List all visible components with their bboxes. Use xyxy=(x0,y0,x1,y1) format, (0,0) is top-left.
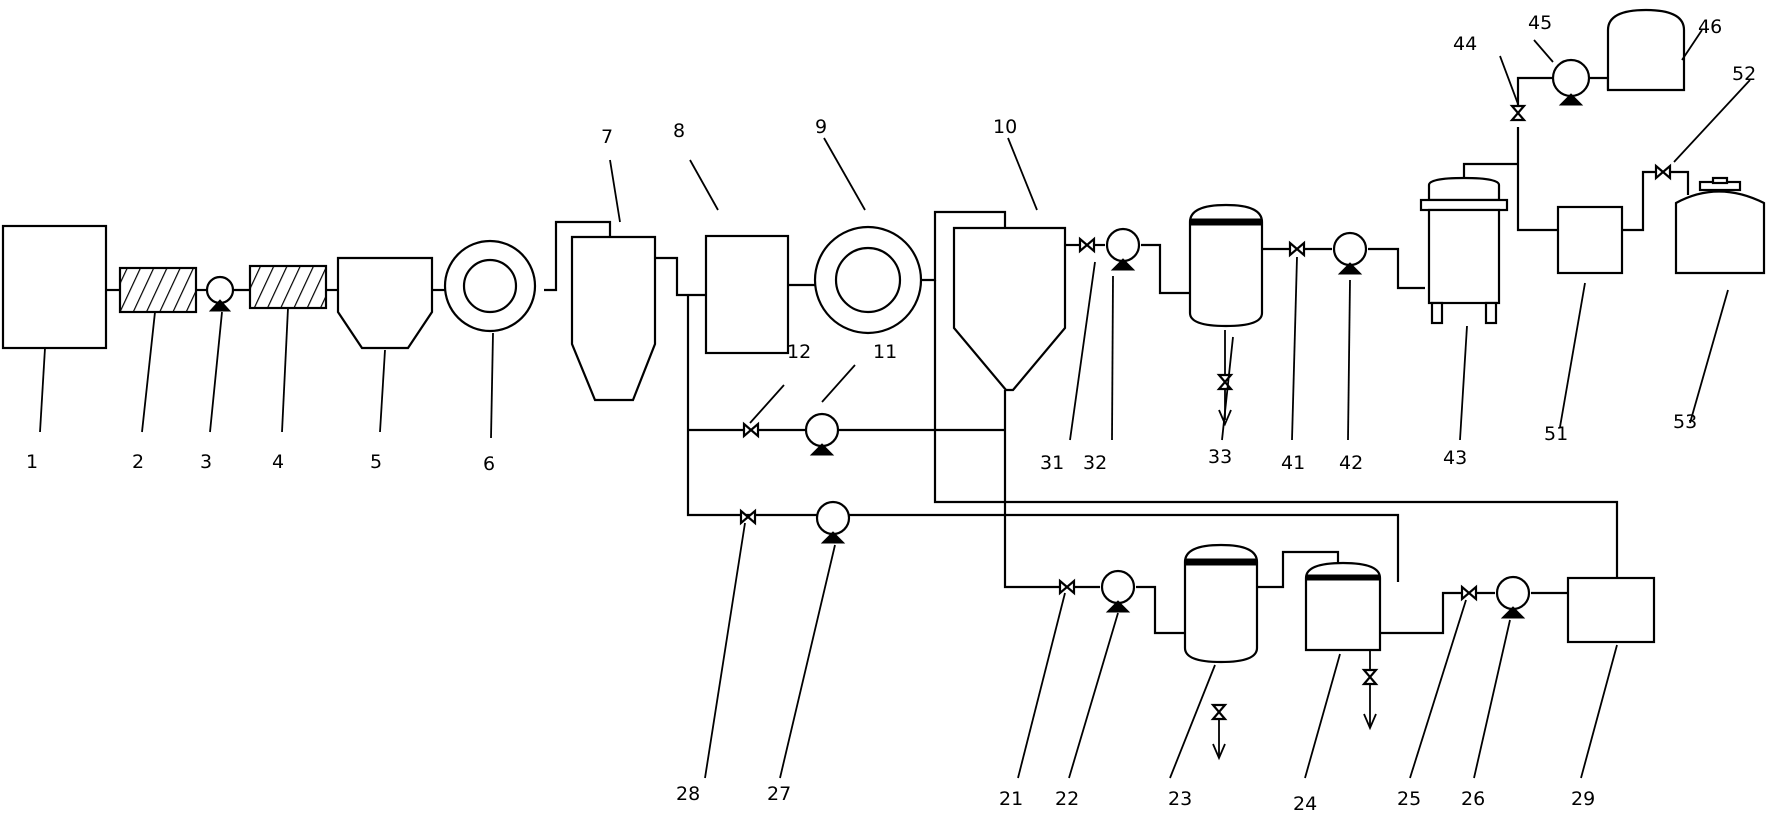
label-23: 23 xyxy=(1168,788,1192,810)
pump-22-icon xyxy=(1100,569,1136,613)
label-8: 8 xyxy=(673,120,685,142)
pump-27-icon xyxy=(815,500,851,544)
equipment-24-tank xyxy=(1304,561,1382,652)
label-9: 9 xyxy=(815,116,827,138)
valve-28-icon xyxy=(739,508,757,526)
equipment-5-tank xyxy=(336,256,434,350)
label-24: 24 xyxy=(1293,793,1317,815)
equipment-6-ring xyxy=(443,239,537,333)
pump-26-icon xyxy=(1495,575,1531,619)
equipment-10-settler xyxy=(952,226,1067,392)
pump-45-icon xyxy=(1551,58,1591,106)
label-25: 25 xyxy=(1397,788,1421,810)
label-52: 52 xyxy=(1732,63,1756,85)
valve-12-icon xyxy=(742,421,760,439)
valve-31-icon xyxy=(1078,236,1096,254)
valve-41-icon xyxy=(1288,240,1306,258)
label-32: 32 xyxy=(1083,452,1107,474)
label-45: 45 xyxy=(1528,12,1552,34)
label-31: 31 xyxy=(1040,452,1064,474)
label-33: 33 xyxy=(1208,446,1232,468)
pump-3-icon xyxy=(205,275,235,312)
label-43: 43 xyxy=(1443,447,1467,469)
label-41: 41 xyxy=(1281,452,1305,474)
drain-valve-24-icon xyxy=(1361,668,1379,686)
label-22: 22 xyxy=(1055,788,1079,810)
label-2: 2 xyxy=(132,451,144,473)
leader-lines xyxy=(39,29,1751,779)
equipment-46-tank xyxy=(1606,8,1686,92)
valve-44-icon xyxy=(1509,104,1527,122)
pipe-network xyxy=(106,76,1690,761)
label-11: 11 xyxy=(873,341,897,363)
label-28: 28 xyxy=(676,783,700,805)
equipment-9-ring xyxy=(813,225,923,335)
label-51: 51 xyxy=(1544,423,1568,445)
drain-valve-23-icon xyxy=(1210,703,1228,721)
label-1: 1 xyxy=(26,451,38,473)
equipment-2-filter xyxy=(118,266,198,314)
label-7: 7 xyxy=(601,126,613,148)
label-42: 42 xyxy=(1339,452,1363,474)
equipment-33-tank xyxy=(1188,203,1264,328)
equipment-29-box xyxy=(1566,576,1656,644)
equipment-51-box xyxy=(1556,205,1624,275)
label-12: 12 xyxy=(787,341,811,363)
pump-11-icon xyxy=(804,412,840,456)
equipment-1-box xyxy=(1,224,108,350)
label-3: 3 xyxy=(200,451,212,473)
label-10: 10 xyxy=(993,116,1017,138)
label-44: 44 xyxy=(1453,33,1477,55)
equipment-53-tank xyxy=(1674,176,1766,275)
label-5: 5 xyxy=(370,451,382,473)
equipment-43-reactor xyxy=(1419,176,1509,325)
valve-52-icon xyxy=(1654,163,1672,181)
label-6: 6 xyxy=(483,453,495,475)
valve-25-icon xyxy=(1460,584,1478,602)
equipment-7-cyclone xyxy=(570,235,657,402)
label-21: 21 xyxy=(999,788,1023,810)
label-27: 27 xyxy=(767,783,791,805)
pump-42-icon xyxy=(1332,231,1368,275)
label-4: 4 xyxy=(272,451,284,473)
label-46: 46 xyxy=(1698,16,1722,38)
valve-21-icon xyxy=(1058,578,1076,596)
equipment-8-box xyxy=(704,234,790,355)
equipment-23-tank xyxy=(1183,543,1259,664)
equipment-4-filter xyxy=(248,264,328,310)
label-29: 29 xyxy=(1571,788,1595,810)
label-26: 26 xyxy=(1461,788,1485,810)
label-53: 53 xyxy=(1673,411,1697,433)
pump-32-icon xyxy=(1105,227,1141,271)
